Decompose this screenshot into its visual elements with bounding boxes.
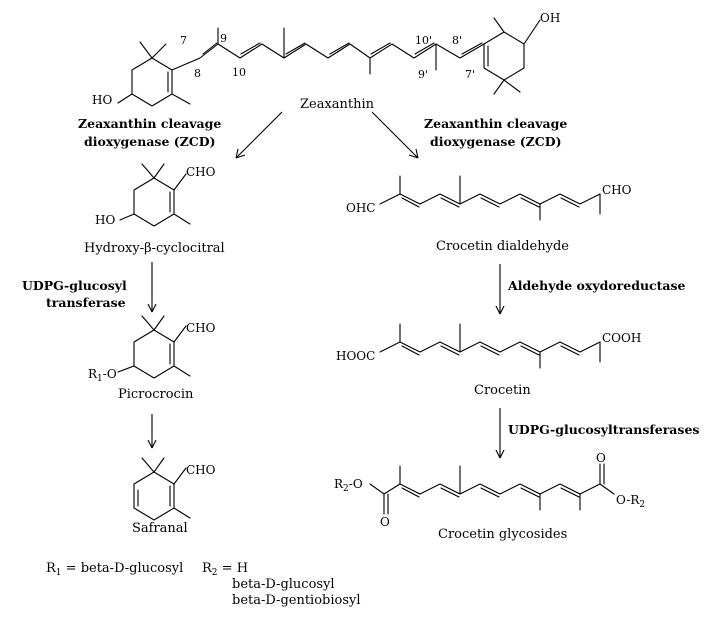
udpg-glucosyltransferases-arrow (495, 408, 505, 459)
crocetin-glycosides-label: Crocetin glycosides (438, 527, 567, 542)
cho-label: CHO (602, 183, 632, 197)
ohc-label: OHC (346, 201, 375, 215)
zcd-left-arrow (235, 111, 283, 159)
picrocrocin-to-safranal-arrow (147, 414, 157, 449)
udpg-line2: transferase (46, 295, 126, 310)
locant-9: 9 (220, 32, 227, 45)
ho-label: HO (92, 93, 112, 107)
crocetin-dialdehyde-label: Crocetin dialdehyde (436, 239, 569, 254)
hydroxy-cyclocitral-structure: CHO HO Hydroxy-β-cyclocitral (84, 163, 225, 256)
locant-8: 8 (194, 67, 201, 80)
zcd-left-line1: Zeaxanthin cleavage (78, 116, 221, 131)
r1-o-label: R1-O (88, 367, 117, 384)
r1-definition: R1 = beta-D-glucosyl (46, 561, 183, 578)
zcd-right-line2: dioxygenase (ZCD) (430, 134, 562, 149)
substituent-legend: R1 = beta-D-glucosyl R2 = H beta-D-gluco… (46, 561, 361, 608)
crocetin-glycosides-structure: O O R2-O O-R2 Crocetin glycosides (334, 451, 645, 542)
carbonyl-o-left: O (380, 515, 390, 529)
o-r2-label: O-R2 (616, 493, 645, 510)
zeaxanthin-label: Zeaxanthin (300, 97, 375, 112)
locant-9-prime: 9' (418, 68, 428, 81)
cho-label: CHO (186, 463, 216, 477)
cho-label: CHO (186, 321, 216, 335)
safranal-structure: CHO Safranal (132, 457, 216, 536)
r2-definition: R2 = H (202, 561, 248, 578)
crocetin-dialdehyde-structure: CHO OHC Crocetin dialdehyde (346, 175, 632, 254)
locant-7: 7 (180, 34, 187, 47)
picrocrocin-structure: CHO R1-O Picrocrocin (88, 315, 216, 402)
hooc-label: HOOC (336, 349, 375, 363)
ho-label: HO (95, 213, 115, 227)
cooh-label: COOH (602, 331, 641, 345)
r2-option-gentiobiosyl: beta-D-gentiobiosyl (232, 593, 361, 608)
locant-10: 10 (232, 66, 246, 79)
crocetin-label: Crocetin (474, 383, 531, 398)
zcd-left-line2: dioxygenase (ZCD) (84, 134, 216, 149)
locant-7-prime: 7' (465, 68, 475, 81)
crocetin-structure: COOH HOOC Crocetin (336, 323, 641, 398)
cho-label: CHO (186, 165, 216, 179)
udpg-glucosyltransferases-label: UDPG-glucosyltransferases (508, 422, 699, 437)
oh-label: OH (540, 11, 560, 25)
aldehyde-oxidoreductase-arrow (495, 264, 505, 315)
zcd-right-line1: Zeaxanthin cleavage (424, 116, 567, 131)
r2-option-glucosyl: beta-D-glucosyl (232, 577, 335, 592)
r2-o-label: R2-O (334, 477, 363, 494)
udpg-arrow (147, 262, 157, 313)
carbonyl-o-right: O (596, 451, 606, 465)
aldehyde-oxidoreductase-label: Aldehyde oxydoreductase (507, 278, 686, 293)
zcd-right-arrow (371, 111, 419, 159)
locant-8-prime: 8' (452, 34, 462, 47)
zeaxanthin-structure: OH HO 7 8 9 10 10' 8' 9' 7' Zeaxanthin (92, 11, 560, 112)
picrocrocin-label: Picrocrocin (118, 387, 194, 402)
safranal-label: Safranal (132, 521, 188, 536)
udpg-line1: UDPG-glucosyl (22, 278, 127, 293)
locant-10-prime: 10' (415, 34, 432, 47)
hydroxy-cyclocitral-label: Hydroxy-β-cyclocitral (84, 241, 225, 256)
